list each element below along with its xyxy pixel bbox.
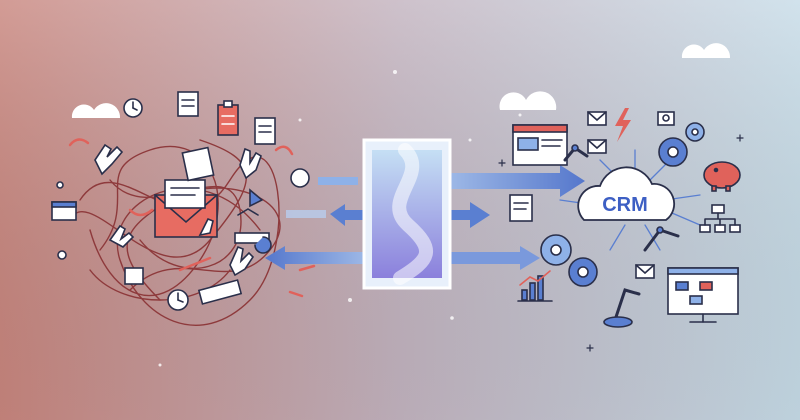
cloud-icon <box>71 103 121 118</box>
org-chart-icon <box>699 204 741 233</box>
piggy-bank-icon <box>703 161 741 192</box>
browser-window-icon <box>51 201 77 221</box>
crm-label: CRM <box>602 194 648 216</box>
clipboard-icon <box>217 100 239 136</box>
clock-icon <box>123 98 310 311</box>
monitor-icon <box>667 267 739 323</box>
gear-icon <box>540 122 705 287</box>
browser-window-icon <box>512 124 568 166</box>
robot-arm-icon <box>563 144 680 328</box>
portal-door <box>362 138 452 290</box>
cloud-icon <box>681 43 731 58</box>
red-arrows <box>68 138 316 298</box>
lightning-icon <box>615 108 631 142</box>
chaos-cluster <box>51 91 316 326</box>
envelope-icon <box>587 111 655 279</box>
envelope-icon <box>154 179 218 238</box>
hand-icon <box>94 143 262 277</box>
cloud-icon <box>499 91 557 110</box>
camera-icon <box>657 111 675 126</box>
organized-cluster <box>498 43 744 352</box>
document-icon <box>177 91 276 305</box>
crm-cloud <box>577 166 676 221</box>
flow-arrows <box>265 165 585 270</box>
document-icon <box>509 194 533 222</box>
bar-chart-icon <box>517 270 553 302</box>
